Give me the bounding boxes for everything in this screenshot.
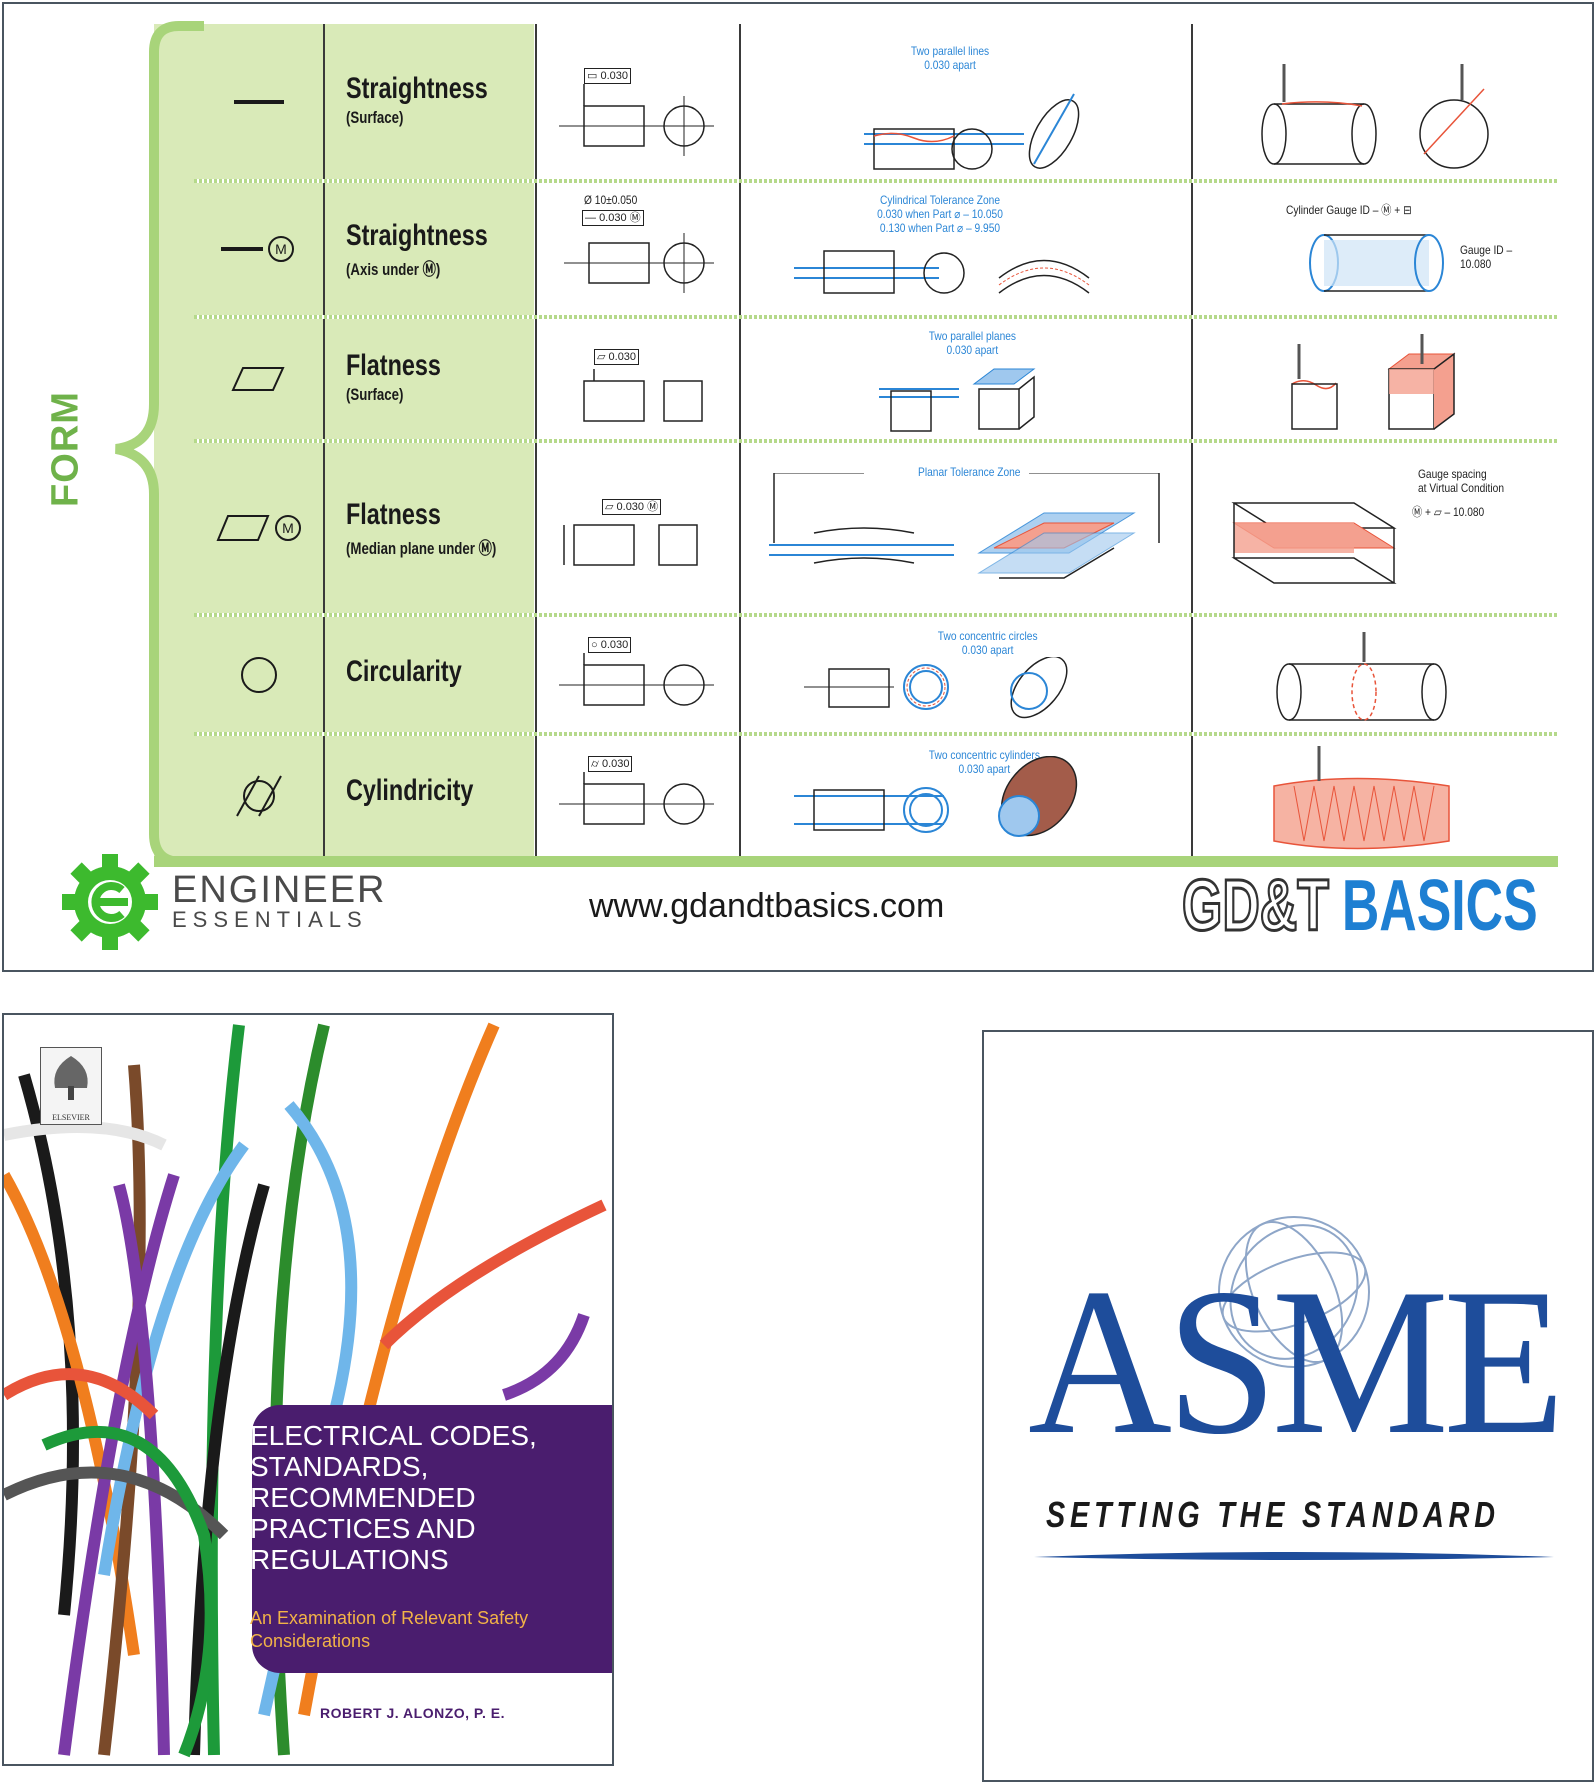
zone-label: Planar Tolerance Zone — [918, 465, 1021, 479]
gauge-id-label: Gauge ID – 10.080 — [1460, 243, 1513, 271]
flatness-mmc-icon: M — [204, 443, 314, 613]
gauge-label: Cylinder Gauge ID – Ⓜ + ⊟ — [1286, 203, 1412, 217]
tolerance-zone-drawing — [879, 368, 1036, 432]
engineer-essentials-logo: ENGINEER ESSENTIALS — [172, 869, 387, 932]
book-cover-panel: ELSEVIER ELECTRICAL CODES, STANDARDS, RE… — [2, 1013, 614, 1766]
characteristic-name: Cylindricity — [346, 774, 474, 807]
row-divider — [194, 179, 1558, 183]
gear-icon — [62, 854, 158, 950]
dimension-label: Ø 10±0.050 — [584, 193, 638, 207]
gdt-chart-panel: FORM Straightness (Surface) ▭ 0.030 Two … — [2, 2, 1594, 972]
column-divider — [323, 24, 325, 867]
row-divider — [194, 439, 1558, 443]
flatness-icon — [204, 319, 314, 439]
svg-text:M: M — [275, 241, 287, 257]
tolerance-zone-drawing — [794, 250, 1090, 294]
characteristic-name: Straightness (Surface) — [346, 72, 488, 127]
table-row: M Straightness (Axis under Ⓜ) Ø 10±0.050… — [4, 183, 1592, 315]
svg-text:M: M — [282, 520, 294, 536]
column-divider — [1191, 24, 1193, 867]
gauge-drawing — [1231, 502, 1397, 584]
table-row: Cylindricity ⌭ 0.030 Two concentric cyli… — [4, 736, 1592, 856]
table-row: Straightness (Surface) ▭ 0.030 Two paral… — [4, 24, 1592, 179]
row-divider — [194, 613, 1558, 617]
tagline-underline — [1034, 1552, 1554, 1560]
part-drawing — [559, 84, 714, 156]
characteristic-name: Straightness (Axis under Ⓜ) — [346, 219, 488, 279]
globe-icon — [1218, 1216, 1370, 1368]
straightness-icon — [204, 24, 314, 179]
table-row: M Flatness (Median plane under Ⓜ) ▱ 0.03… — [4, 443, 1592, 613]
feature-control-frame: ○ 0.030 — [588, 637, 632, 653]
tolerance-zone-drawing — [864, 93, 1080, 170]
book-title: ELECTRICAL CODES, STANDARDS, RECOMMENDED… — [250, 1420, 537, 1575]
gauge-drawing — [1309, 234, 1444, 292]
row-divider — [194, 315, 1558, 319]
website-url[interactable]: www.gdandtbasics.com — [589, 887, 945, 925]
cylindricity-icon — [204, 736, 314, 856]
tolerance-zone-drawing — [804, 657, 1068, 719]
feature-control-frame: ⌭ 0.030 — [588, 756, 633, 772]
tolerance-zone-drawing — [769, 473, 1160, 579]
column-divider — [739, 24, 741, 867]
table-row: Circularity ○ 0.030 Two concentric circl… — [4, 617, 1592, 732]
part-drawing — [563, 524, 698, 566]
zone-label: Two parallel lines 0.030 apart — [910, 44, 990, 72]
book-author: ROBERT J. ALONZO, P. E. — [320, 1705, 505, 1721]
characteristic-name: Flatness (Median plane under Ⓜ) — [346, 498, 497, 558]
circularity-icon — [204, 617, 314, 732]
characteristic-name: Circularity — [346, 655, 462, 688]
tolerance-zone-drawing — [794, 756, 1078, 837]
measurement-drawing — [1276, 632, 1447, 721]
part-drawing — [559, 772, 714, 825]
gauge-label: Gauge spacing at Virtual Condition — [1418, 467, 1505, 495]
part-drawing — [559, 653, 714, 706]
gauge-value: Ⓜ + ⏥ – 10.080 — [1412, 505, 1485, 519]
feature-control-frame: ▭ 0.030 — [584, 68, 631, 84]
zone-label: Two concentric cylinders 0.030 apart — [928, 748, 1040, 776]
feature-control-frame: — 0.030 Ⓜ — [582, 210, 644, 226]
footer-green-bar — [154, 856, 1558, 867]
asme-tagline: SETTING THE STANDARD — [1046, 1494, 1500, 1535]
measurement-drawing — [1291, 334, 1456, 430]
book-title-box — [252, 1405, 612, 1673]
row-divider — [194, 732, 1558, 736]
feature-control-frame: ▱ 0.030 — [594, 349, 640, 365]
straightness-mmc-icon: M — [204, 183, 314, 315]
zone-label: Cylindrical Tolerance Zone 0.030 when Pa… — [877, 193, 1003, 235]
zone-label: Two concentric circles 0.030 apart — [937, 629, 1038, 657]
elsevier-logo: ELSEVIER — [40, 1047, 102, 1125]
table-row: Flatness (Surface) ▱ 0.030 Two parallel … — [4, 319, 1592, 439]
asme-logo-panel: ASME SETTING THE STANDARD — [982, 1030, 1594, 1782]
book-subtitle: An Examination of Relevant Safety Consid… — [250, 1608, 529, 1651]
part-drawing — [564, 233, 714, 293]
form-brace — [114, 21, 204, 867]
part-drawing — [583, 369, 703, 422]
column-divider — [535, 24, 537, 867]
feature-control-frame: ▱ 0.030 Ⓜ — [602, 499, 662, 515]
characteristic-name: Flatness (Surface) — [346, 349, 441, 404]
measurement-drawing — [1273, 746, 1450, 850]
measurement-drawing — [1261, 64, 1489, 169]
zone-label: Two parallel planes 0.030 apart — [928, 329, 1017, 357]
symbol-column-background — [154, 24, 534, 867]
asme-wordmark: ASME — [1028, 1246, 1565, 1478]
